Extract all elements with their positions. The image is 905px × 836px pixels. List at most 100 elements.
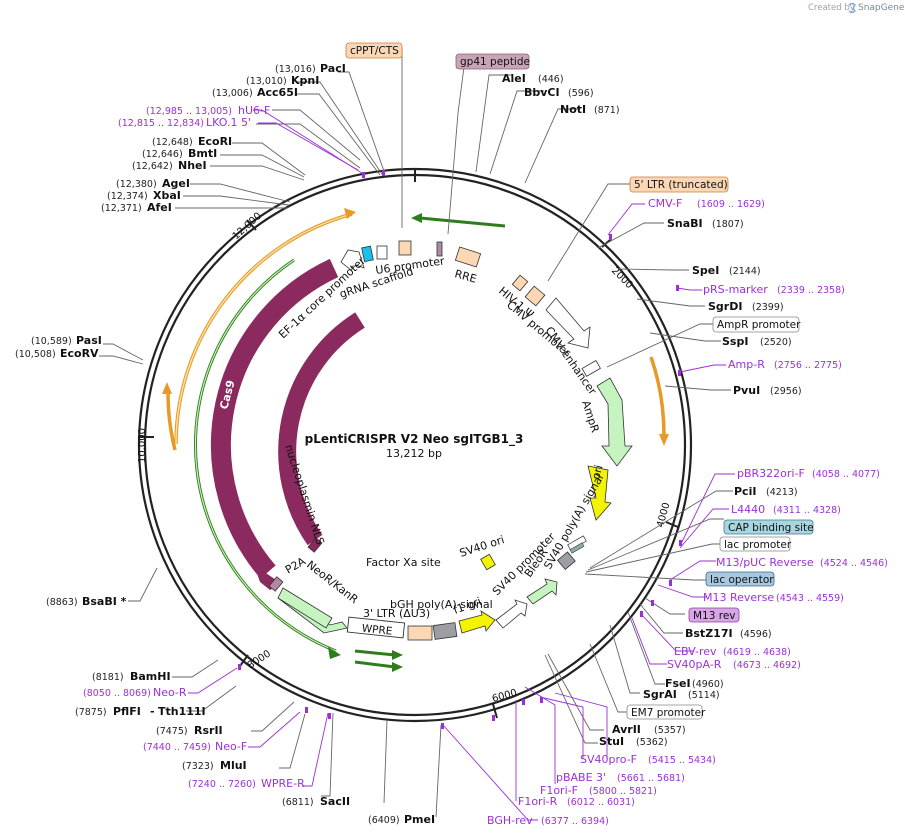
primer-m13puc-name: M13/pUC Reverse [716,556,814,569]
primer-neor-name: Neo-R [153,686,187,699]
nls-box [307,537,323,553]
snapgene-icon [848,2,856,14]
enzyme-pvui-pos: (2956) [770,386,802,397]
enzyme-fsei-name: FseI [665,677,691,690]
enzyme-bamhi-name: BamHI [130,670,171,683]
primer-hu6f-name: hU6-F [238,104,270,117]
cap-label-box [723,519,814,535]
enzyme-pflfi-name: PflFI [113,705,141,718]
primer-bghrev-name: BGH-rev [487,814,533,827]
f1ori-arrow [458,610,496,634]
green-short-arrow-2 [354,660,396,669]
lac-promoter-label: lac promoter [724,539,792,551]
cas9-inner-arc [278,312,365,546]
enzyme-pflfi-dash: - [150,705,155,718]
enzyme-stui-name: StuI [599,735,624,748]
enzyme-agei-pos: (12,380) [116,179,157,190]
enzyme-sgrdi-pos: (2399) [752,302,784,313]
enzyme-pmei-pos: (6409) [368,815,400,826]
primer-cmvf-name: CMV-F [648,197,682,210]
primer-m13reverse-name: M13 Reverse [703,591,774,604]
cas9-outer-arc [210,258,339,579]
green-short-arrow-2-head [392,662,403,672]
tick-label-12000: 12,000 [231,211,264,243]
label-ori: ori [589,464,605,481]
enzyme-bsabi-pos: (8863) [46,597,78,608]
enzyme-bstz17i-name: BstZ17I [685,627,733,640]
primer-f1orir-name: F1ori-R [518,795,558,808]
tick-label-10000: 10,000 [137,428,148,463]
p2a-box [268,576,284,592]
primer-l4440-name: L4440 [731,503,765,516]
enzyme-kpni-pos: (13,010) [246,76,287,87]
created-by-label: Created by [808,3,855,13]
enzyme-bmti-name: BmtI [188,147,217,160]
ltr-left-arc-orange [166,389,177,451]
label-bgh: bGH poly(A) signal [390,598,493,611]
grna-box [361,245,374,263]
sv40-prom-arrow [495,599,528,629]
primer-hu6f-pos: (12,985 .. 13,005) [146,106,232,117]
green-short-arrow-1 [354,649,396,657]
enzyme-mlui-pos: (7323) [182,761,214,772]
m13rev-label: M13 rev [693,610,736,622]
label-sv40pa: SV40 poly(A) signal [541,472,606,572]
enzyme-tth111i-name: Tth111I [158,705,206,718]
primer-cmvf-pos: (1609 .. 1629) [697,199,765,210]
green-top-arc-head [411,213,422,223]
enzyme-fsei-pos: (4960) [692,679,724,690]
enzyme-ecorv-pos: (10,508) [15,349,56,360]
enzyme-xbai-name: XbaI [153,189,181,202]
primer-lko-pos: (12,815 .. 12,834) [118,118,204,129]
enzyme-nhei-name: NheI [178,159,207,172]
primer-m13reverse-pos: (4543 .. 4559) [776,593,844,604]
enzyme-bamhi-pos: (8181) [92,672,124,683]
enzyme-xbai-pos: (12,374) [107,191,148,202]
primer-pbabe3-name: pBABE 3' [556,771,606,784]
enzyme-acc65i-pos: (13,006) [212,88,253,99]
enzyme-rsrii-pos: (7475) [156,726,188,737]
plasmid-size: 13,212 bp [386,447,442,460]
primer-prsmarker-pos: (2339 .. 2358) [777,285,845,296]
wpre-box [346,616,406,639]
sv40pa-box [556,551,576,571]
enzyme-pcii-name: PciI [734,485,756,498]
connector-lines [99,48,733,818]
enzyme-spei-pos: (2144) [729,266,761,277]
u6-box [376,245,388,260]
promoter-cluster [567,535,587,554]
label-ltr3: 3' LTR (ΔU3) [363,607,430,620]
primer-pbabe3-pos: (5661 .. 5681) [617,773,685,784]
primer-lko-name: LKO.1 5' [206,116,251,129]
ampr-arrow [596,377,633,467]
tick-label-8000: 8000 [246,648,273,671]
enzyme-stui-pos: (5362) [636,737,668,748]
enzyme-mlui-name: MluI [220,759,247,772]
bleor-arrow [526,578,558,605]
primer-neof-pos: (7440 .. 7459) [143,742,211,753]
enzyme-noti-name: NotI [560,103,586,116]
green-outer-arc-head [328,647,341,659]
enzyme-sacii-pos: (6811) [282,797,314,808]
enzyme-paci-pos: (13,016) [275,64,316,75]
primer-ampr-name: Amp-R [728,358,765,371]
enzyme-kpni-name: KpnI [291,74,319,87]
primer-pbr322-pos: (4058 .. 4077) [812,469,880,480]
ltr3-box [407,625,433,641]
enzyme-ecori-name: EcoRI [198,135,232,148]
enzyme-sspi-pos: (2520) [760,337,792,348]
plasmid-name: pLentiCRISPR V2 Neo sgITGB1_3 [305,432,524,447]
primer-f1orir-pos: (6012 .. 6031) [567,797,635,808]
enzyme-ecori-pos: (12,648) [152,137,193,148]
enzyme-snabi-pos: (1807) [712,219,744,230]
enzyme-pasi-name: PasI [76,334,102,347]
enzyme-bmti-pos: (12,646) [142,149,183,160]
enzyme-bsabi-name: BsaBI * [82,595,127,608]
primer-ampr-pos: (2756 .. 2775) [774,360,842,371]
enzyme-bbvci-name: BbvCI [524,86,560,99]
label-p2a: P2A [283,555,308,577]
label-factor-xa: Factor Xa site [366,556,441,569]
cap-label: CAP binding site [728,522,814,534]
enzyme-bbvci-pos: (596) [568,88,594,99]
enzyme-pcii-pos: (4213) [766,487,798,498]
